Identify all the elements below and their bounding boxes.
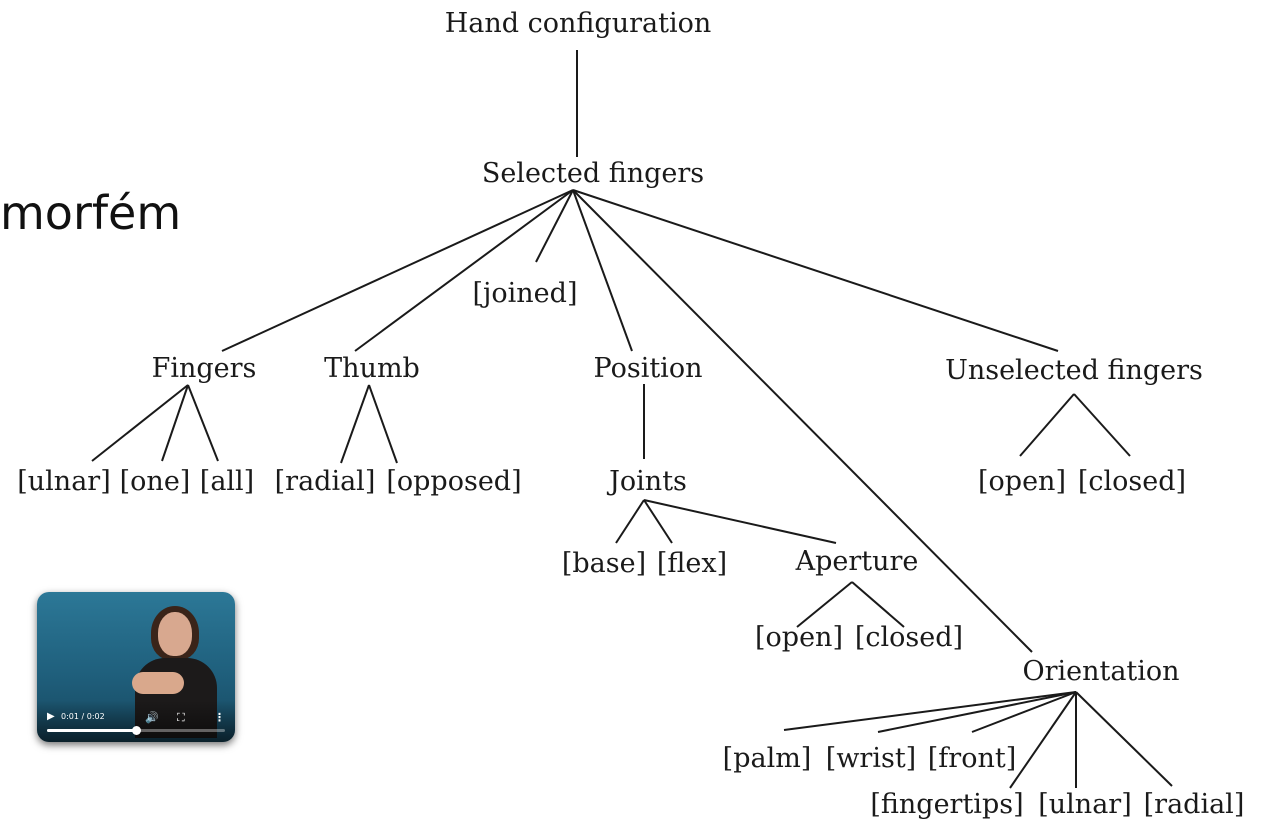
video-time: 0:01 / 0:02 (61, 712, 105, 721)
node-joints-base: [base] (562, 548, 646, 579)
edge-thumb-opposed (368, 384, 398, 464)
node-fingers-all: [all] (200, 466, 254, 497)
edge-orientation-radial (1075, 691, 1173, 787)
node-selected-fingers: Selected fingers (482, 158, 704, 189)
node-joints-flex: [flex] (657, 548, 727, 579)
node-unselected-fingers: Unselected fingers (945, 355, 1203, 386)
fullscreen-icon[interactable]: ⛶ (177, 711, 185, 724)
video-progress-track[interactable] (47, 726, 225, 735)
node-thumb-radial: [radial] (275, 466, 376, 497)
edge-selected-joined (535, 189, 574, 263)
video-person-head (158, 612, 192, 656)
node-aperture-closed: [closed] (855, 622, 963, 653)
edge-selected-unselected (572, 189, 1059, 352)
node-orientation: Orientation (1022, 656, 1179, 687)
edge-joints-base (615, 499, 645, 544)
node-orient-fingertips: [fingertips] (870, 789, 1023, 820)
node-orient-front: [front] (928, 743, 1016, 774)
node-orient-radial: [radial] (1144, 789, 1245, 820)
node-orient-palm: [palm] (723, 743, 812, 774)
play-icon[interactable]: ▶ (47, 711, 55, 722)
node-orient-ulnar: [ulnar] (1038, 789, 1132, 820)
node-aperture-open: [open] (755, 622, 843, 653)
node-fingers: Fingers (152, 353, 257, 384)
edge-orientation-palm (783, 691, 1077, 731)
edge-orientation-front (971, 691, 1077, 733)
node-hand-configuration: Hand configuration (445, 8, 711, 39)
more-options-icon[interactable]: ⋮ (214, 711, 225, 724)
node-fingers-one: [one] (120, 466, 191, 497)
node-thumb: Thumb (324, 353, 420, 384)
node-unselected-open: [open] (978, 466, 1066, 497)
edge-orientation-fingertips (1009, 691, 1077, 789)
sign-language-video[interactable]: ▶ 0:01 / 0:02 🔊 ⛶ ⋮ (37, 592, 235, 742)
edge-unselected-open (1019, 393, 1075, 457)
node-joints: Joints (606, 466, 687, 497)
node-aperture: Aperture (795, 546, 919, 577)
edge-fingers-one (161, 384, 189, 462)
slide-title-fragment: morfém (0, 186, 182, 240)
tree-edges (91, 50, 1173, 789)
edge-aperture-closed (851, 581, 905, 628)
edge-joints-flex (643, 499, 673, 544)
edge-orientation-wrist (877, 691, 1077, 733)
node-thumb-opposed: [opposed] (386, 466, 521, 497)
video-progress-knob[interactable] (132, 726, 141, 735)
edge-selected-thumb (354, 189, 574, 352)
volume-icon[interactable]: 🔊 (145, 711, 159, 724)
edge-unselected-closed (1073, 393, 1131, 457)
node-joined: [joined] (473, 278, 578, 309)
video-progress-fill (47, 729, 136, 732)
node-orient-wrist: [wrist] (826, 743, 916, 774)
video-controls: ▶ 0:01 / 0:02 🔊 ⛶ ⋮ (37, 700, 235, 742)
edge-fingers-all (187, 384, 219, 462)
node-unselected-closed: [closed] (1078, 466, 1186, 497)
edge-joints-aperture (643, 499, 837, 544)
edge-selected-orientation (572, 189, 1033, 653)
node-position: Position (594, 353, 703, 384)
edge-aperture-open (796, 581, 853, 628)
edge-selected-fingers (221, 189, 574, 352)
edge-fingers-ulnar (91, 384, 189, 462)
edge-thumb-radial (340, 384, 370, 464)
node-fingers-ulnar: [ulnar] (17, 466, 111, 497)
edge-selected-position (572, 189, 633, 352)
tree-labels: Hand configuration Selected fingers [joi… (17, 8, 1244, 820)
video-person-hands (132, 672, 184, 694)
